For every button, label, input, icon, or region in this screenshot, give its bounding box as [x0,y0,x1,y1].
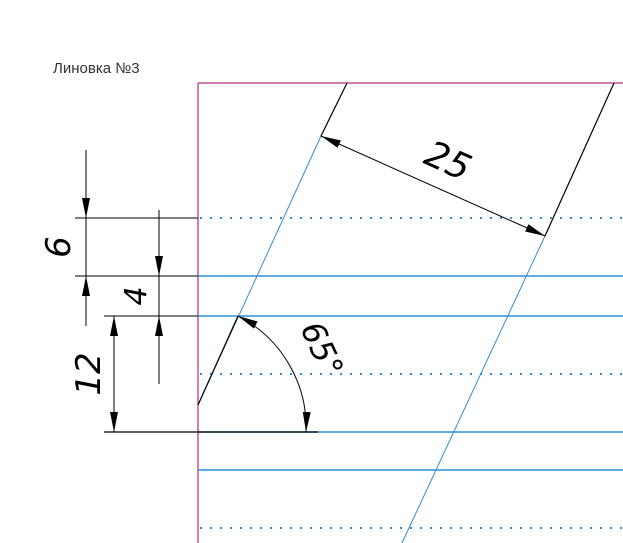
dimension-25-label: 25 [418,133,477,189]
slant-extension-line [320,82,348,137]
page-title: Линовка №3 [53,60,140,77]
slant-extension-line [544,82,615,237]
slant-line [401,235,546,543]
dimension-labels: 6 4 12 25 65° [39,133,477,395]
dimension-6-label: 6 [39,236,79,258]
dimension-25-line [320,135,546,237]
dimension-lines [82,135,546,433]
dimension-4-label: 4 [119,286,154,305]
slant-rulings [197,135,546,543]
construction-lines [75,82,615,433]
dimension-12-label: 12 [69,352,109,395]
angle-65-arc [237,315,311,433]
slant-overlay-line [197,315,239,406]
angle-65-label: 65° [293,316,351,383]
page-frame [197,82,623,543]
